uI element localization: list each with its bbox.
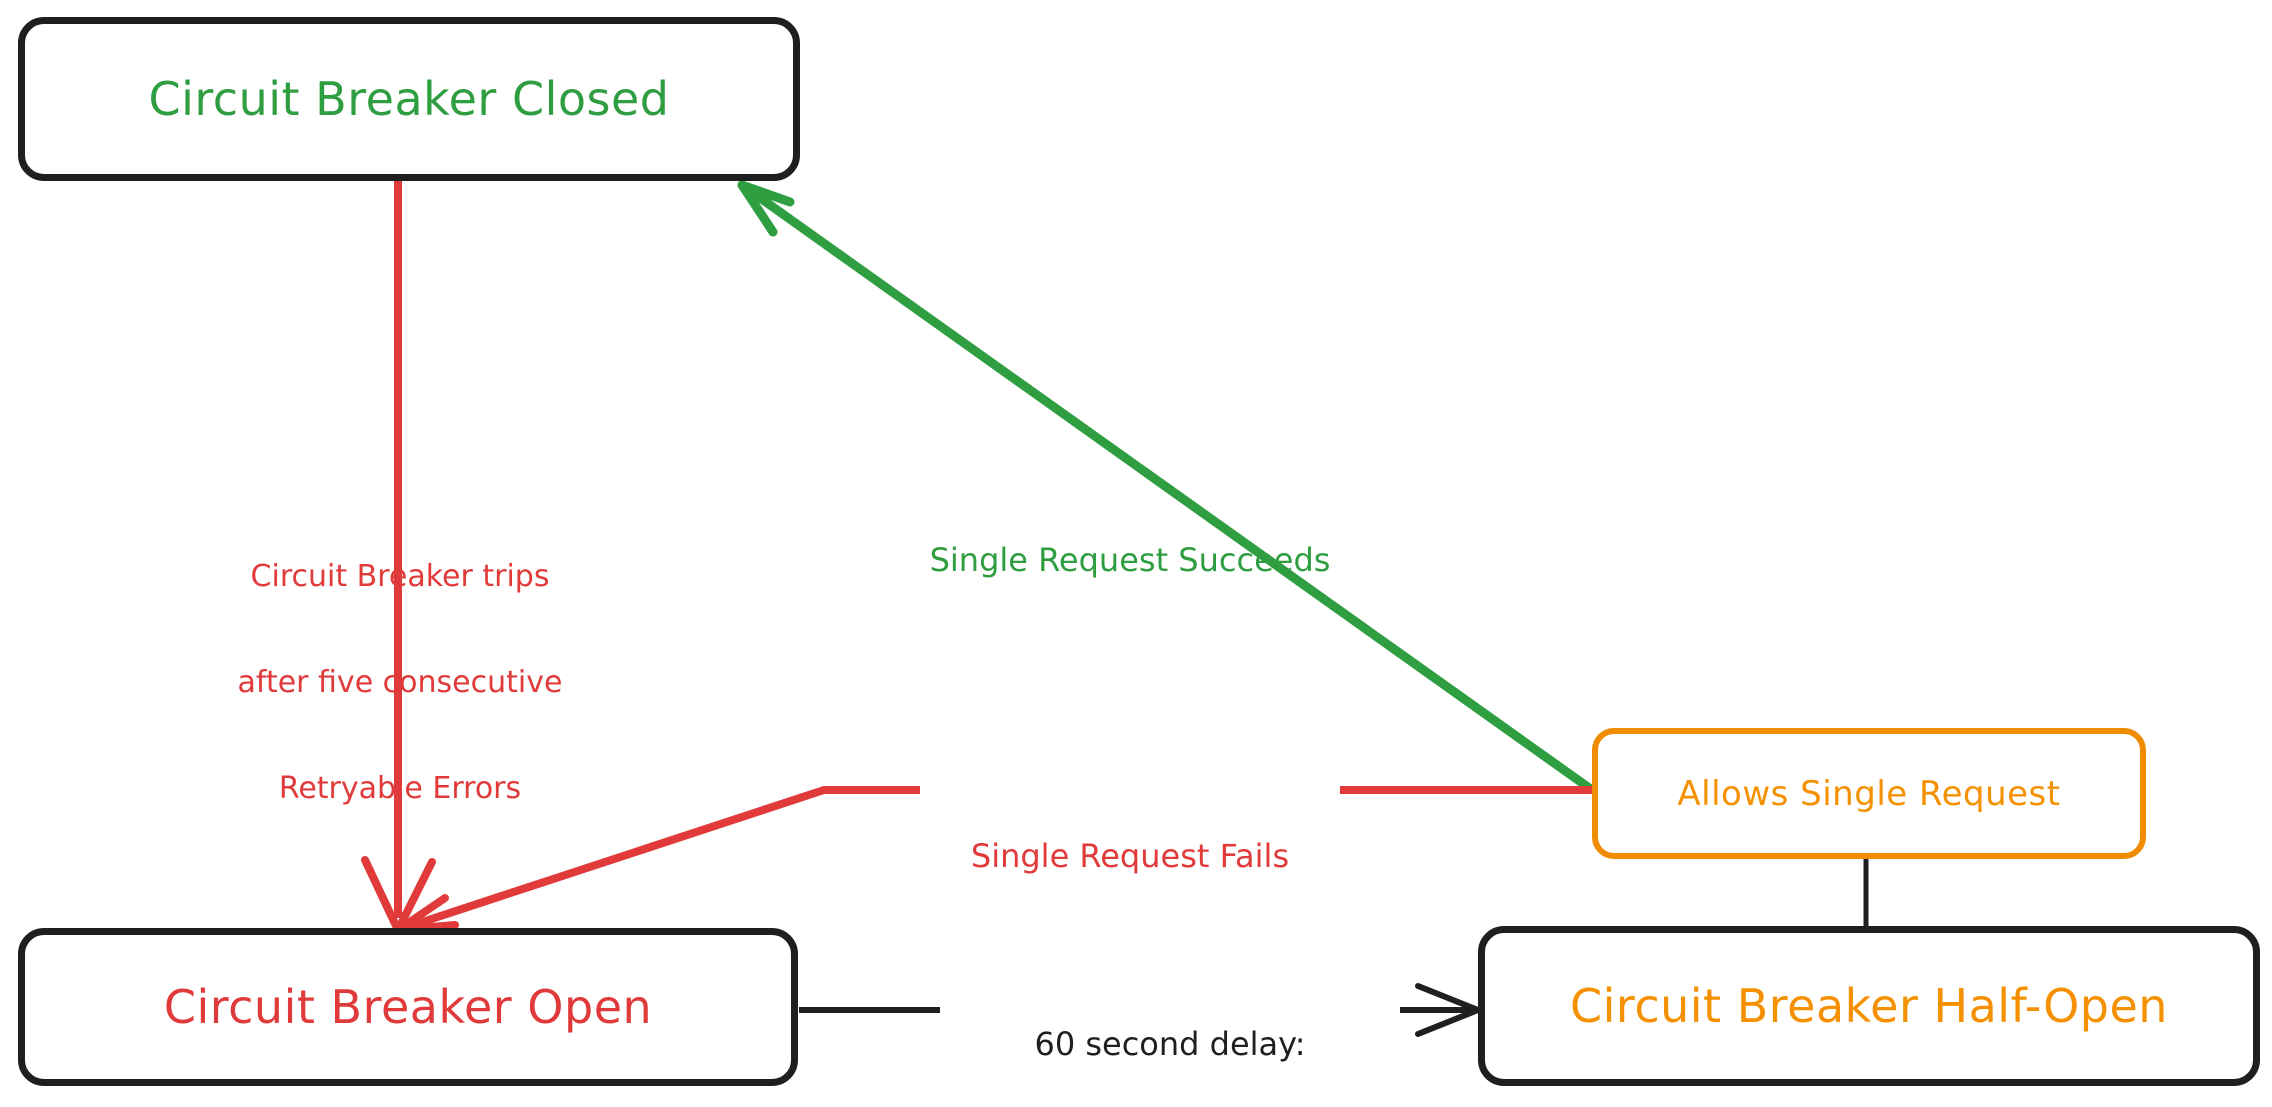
node-closed-label: Circuit Breaker Closed [148,72,670,126]
node-open-label: Circuit Breaker Open [163,980,653,1034]
edge-closed-to-open [361,181,449,934]
edge-open-to-half-open [799,983,1481,1037]
node-allows-label: Allows Single Request [1677,773,2061,814]
edge-allows-to-closed [737,180,1595,794]
node-circuit-breaker-half-open[interactable]: Circuit Breaker Half-Open [1478,926,2260,1086]
node-allows-single-request[interactable]: Allows Single Request [1592,728,2146,859]
node-circuit-breaker-open[interactable]: Circuit Breaker Open [18,928,798,1086]
node-half-open-label: Circuit Breaker Half-Open [1570,979,2168,1033]
edge-allows-to-open [394,786,1592,934]
node-circuit-breaker-closed[interactable]: Circuit Breaker Closed [18,17,800,181]
